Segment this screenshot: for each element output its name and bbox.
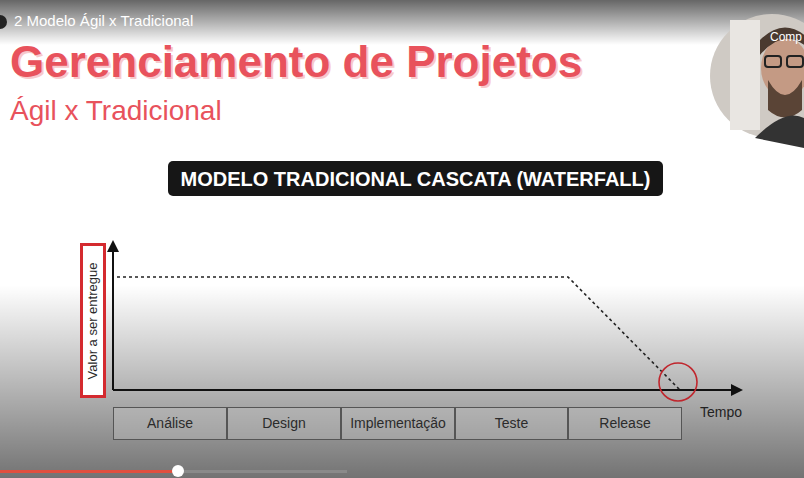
phase-box: Design (227, 407, 341, 440)
phase-label: Implementação (350, 416, 446, 431)
x-axis-arrow (731, 384, 743, 396)
banner-box: MODELO TRADICIONAL CASCATA (WATERFALL) (168, 161, 663, 196)
video-title: 2 Modelo Ágil x Tradicional (14, 13, 193, 30)
phase-label: Análise (147, 416, 193, 431)
axis-label-box: Valor a ser entregue (80, 243, 106, 398)
phase-label: Design (262, 416, 306, 431)
phase-label: Release (599, 416, 650, 431)
phase-label: Teste (495, 416, 528, 431)
axis-label: Tempo (700, 405, 742, 420)
x-axis (113, 389, 732, 391)
y-axis-arrow (107, 240, 119, 252)
axis-label-text: Valor a ser entregue (86, 262, 100, 379)
slide-subtitle: Ágil x Tradicional (10, 96, 222, 127)
highlight-circle (659, 363, 697, 401)
banner-text: MODELO TRADICIONAL CASCATA (WATERFALL) (181, 168, 651, 190)
phase-box: Análise (113, 407, 227, 440)
slide-title: Gerenciamento de Projetos (10, 38, 582, 86)
value-line (117, 277, 680, 390)
phase-box: Release (568, 407, 682, 440)
phase-box: Implementação (341, 407, 455, 440)
webcam-caption: Comp (770, 31, 802, 44)
y-axis (112, 250, 114, 390)
phase-box: Teste (455, 407, 568, 440)
